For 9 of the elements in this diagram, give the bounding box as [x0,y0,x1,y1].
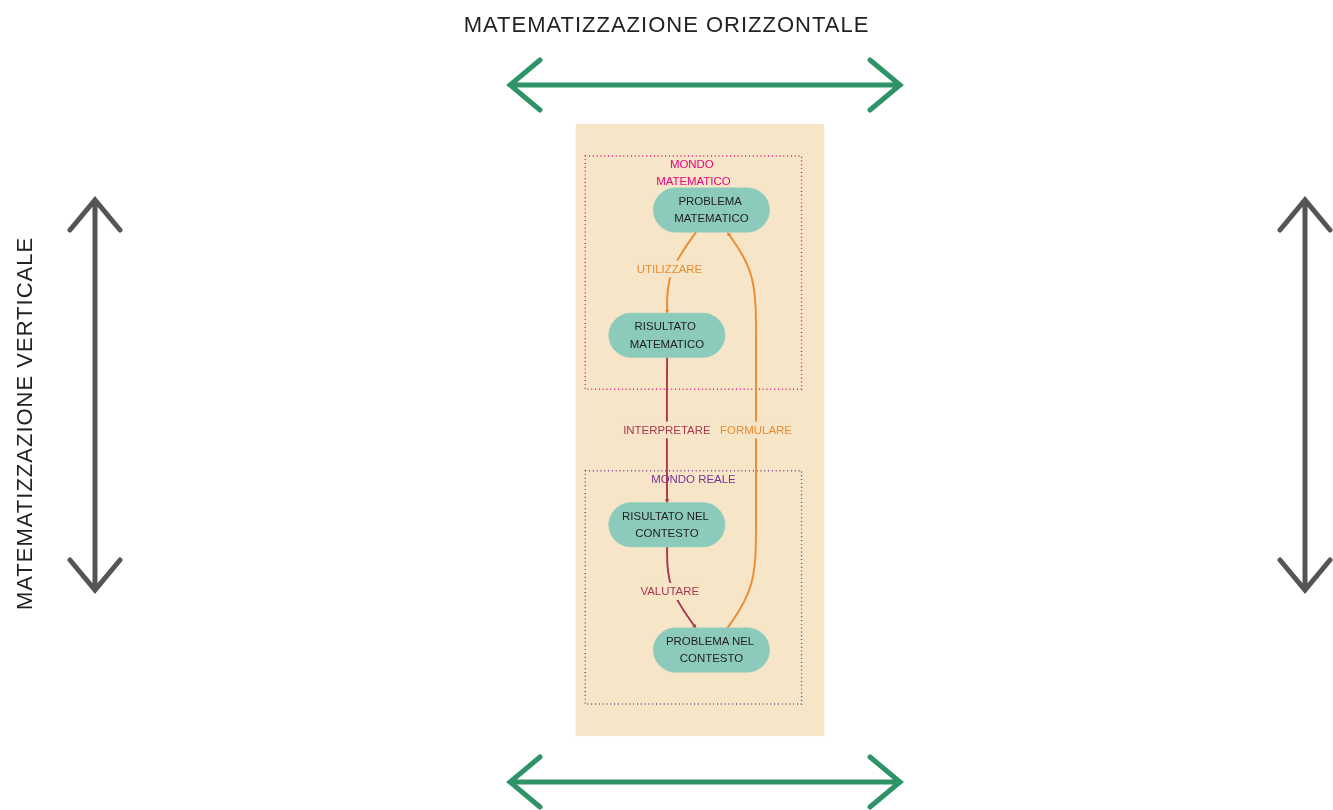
arrow [726,231,757,630]
edge-label: INTERPRETARE [623,423,711,437]
axis-label: MATEMATIZZAZIONE ORIZZONTALE [463,12,870,38]
edge-label: UTILIZZARE [636,262,703,276]
axis-label: MATEMATIZZAZIONE VERTICALE [12,236,38,610]
edge-label: FORMULARE [720,423,792,437]
arrow [665,356,670,504]
edge-label: VALUTARE [640,584,700,598]
cluster [575,123,825,737]
